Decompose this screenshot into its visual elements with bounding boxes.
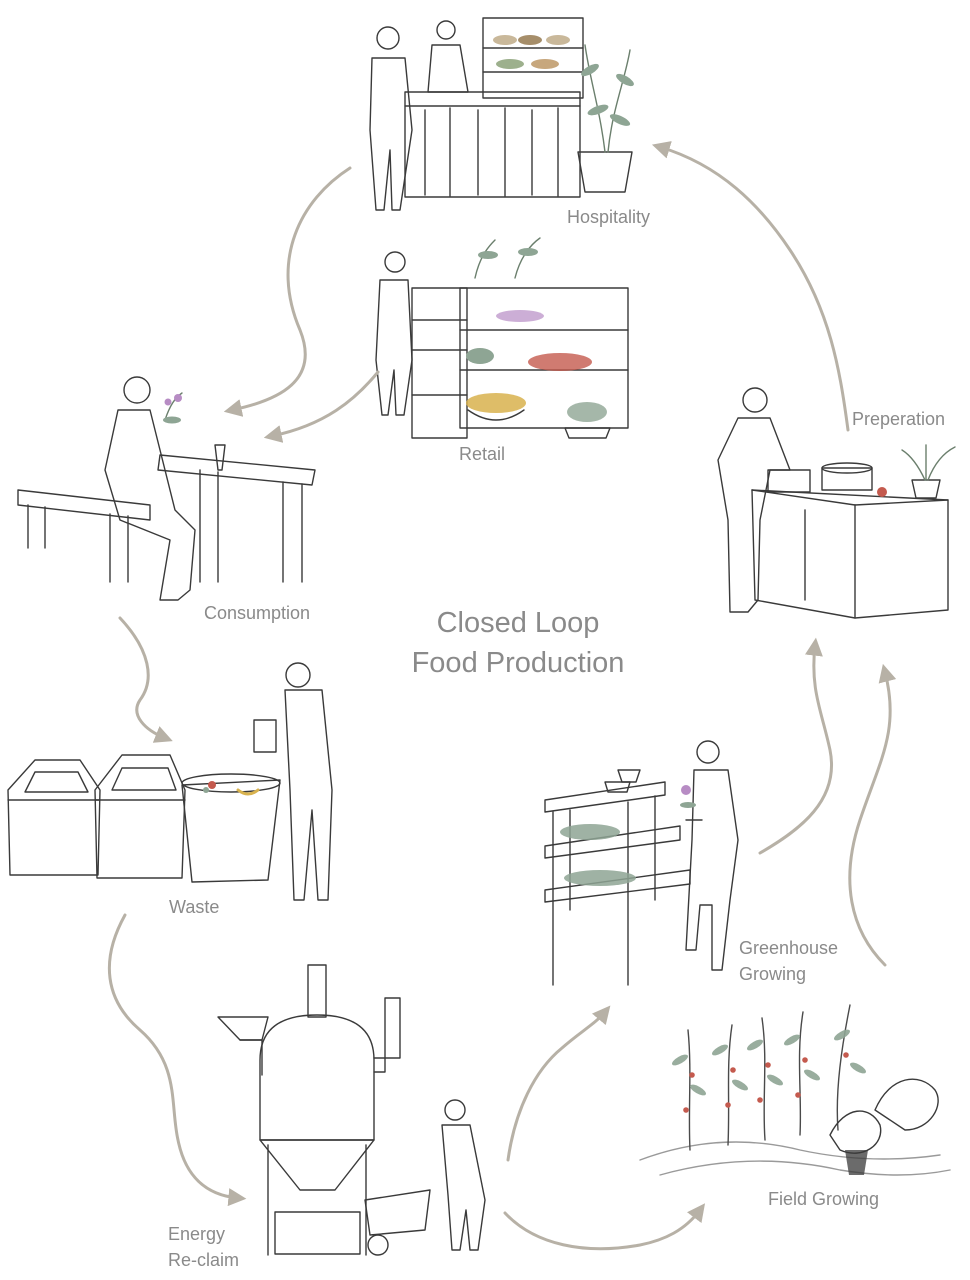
field-growing-illustration	[639, 1004, 951, 1176]
arrow-hospitality-to-consumption	[223, 166, 352, 417]
arrow-retail-to-consumption	[263, 370, 380, 443]
consumption-illustration	[17, 376, 316, 601]
hospitality-illustration	[369, 17, 634, 211]
arrow-preperation-to-hospitality	[651, 141, 850, 432]
label-waste: Waste	[169, 897, 220, 917]
title-line-1: Closed Loop	[436, 607, 600, 639]
label-energy-reclaim: Energy Re-claim	[168, 1221, 239, 1273]
label-hospitality: Hospitality	[567, 207, 651, 227]
greenhouse-illustration	[544, 740, 739, 986]
label-energy-reclaim-line-1: Energy	[168, 1224, 226, 1244]
retail-illustration	[375, 237, 629, 439]
arrow-energy-to-greenhouse	[506, 1005, 611, 1162]
label-consumption: Consumption	[204, 603, 311, 623]
label-field-growing: Field Growing	[768, 1189, 880, 1209]
label-energy-reclaim-line-2: Re-claim	[168, 1250, 240, 1270]
arrow-field-to-preperation	[848, 663, 897, 967]
arrow-greenhouse-to-preperation	[758, 637, 833, 855]
label-greenhouse-growing-line-1: Greenhouse	[739, 938, 839, 958]
preperation-illustration	[717, 387, 956, 619]
label-retail: Retail	[459, 444, 506, 464]
label-greenhouse-growing: Greenhouse Growing	[739, 935, 838, 987]
energy-reclaim-illustration	[217, 964, 486, 1256]
arrow-energy-to-field	[503, 1203, 706, 1251]
waste-illustration	[7, 662, 333, 901]
label-greenhouse-growing-line-2: Growing	[739, 964, 807, 984]
label-preperation: Preperation	[852, 409, 946, 429]
title-line-2: Food Production	[411, 647, 625, 679]
arrow-consumption-to-waste	[118, 616, 173, 743]
diagram-title: Closed Loop Food Production	[368, 603, 668, 683]
arrow-waste-to-energy	[107, 913, 247, 1207]
